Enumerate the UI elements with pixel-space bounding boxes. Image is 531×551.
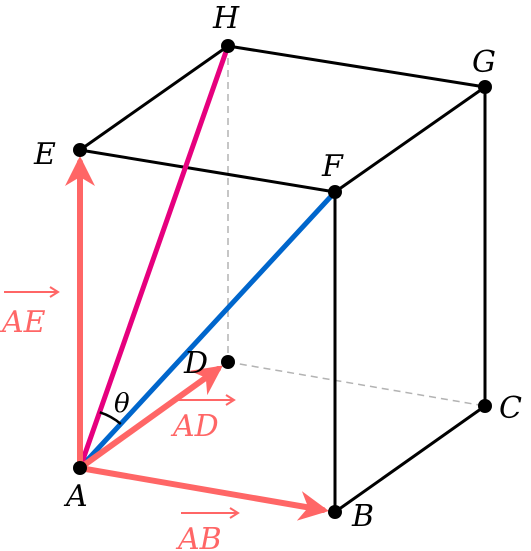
vertex-label-c: C	[499, 391, 522, 426]
vertex-e-dot	[73, 143, 87, 157]
vertex-d-dot	[221, 355, 235, 369]
vertex-f-dot	[328, 185, 342, 199]
vertex-label-f: F	[321, 149, 344, 184]
angle-theta-arc	[99, 411, 122, 425]
vector-ab-label: AB	[175, 507, 240, 551]
vector-ad-arrow	[77, 365, 223, 471]
edge-ef	[78, 148, 337, 194]
edge-fg	[333, 85, 487, 194]
vertex-label-d: D	[183, 346, 208, 381]
vector-ae-label: AE	[0, 286, 60, 340]
vertex-a-dot	[73, 461, 87, 475]
vector-ab-arrow	[77, 465, 329, 521]
diagonal-ah	[77, 43, 231, 471]
vertex-label-e: E	[33, 137, 56, 172]
hidden-edge-dc	[227, 361, 486, 407]
vertex-label-b: B	[351, 499, 374, 534]
vector-ab-text: AB	[175, 522, 222, 551]
vector-ad-text: AD	[170, 409, 219, 444]
diagonal-af	[77, 189, 338, 471]
edge-hg	[226, 44, 487, 89]
vertex-label-h: H	[212, 1, 240, 36]
vector-ae-text: AE	[0, 305, 46, 340]
vertex-label-g: G	[472, 45, 496, 80]
vertex-c-dot	[478, 399, 492, 413]
angle-label: θ	[114, 389, 130, 419]
vertex-label-a: A	[63, 479, 88, 514]
vector-ad-label: AD	[170, 394, 236, 444]
vertex-h-dot	[221, 39, 235, 53]
edge-eh	[78, 44, 230, 152]
vertex-g-dot	[478, 80, 492, 94]
vertex-b-dot	[328, 505, 342, 519]
edge-bc	[333, 404, 487, 514]
